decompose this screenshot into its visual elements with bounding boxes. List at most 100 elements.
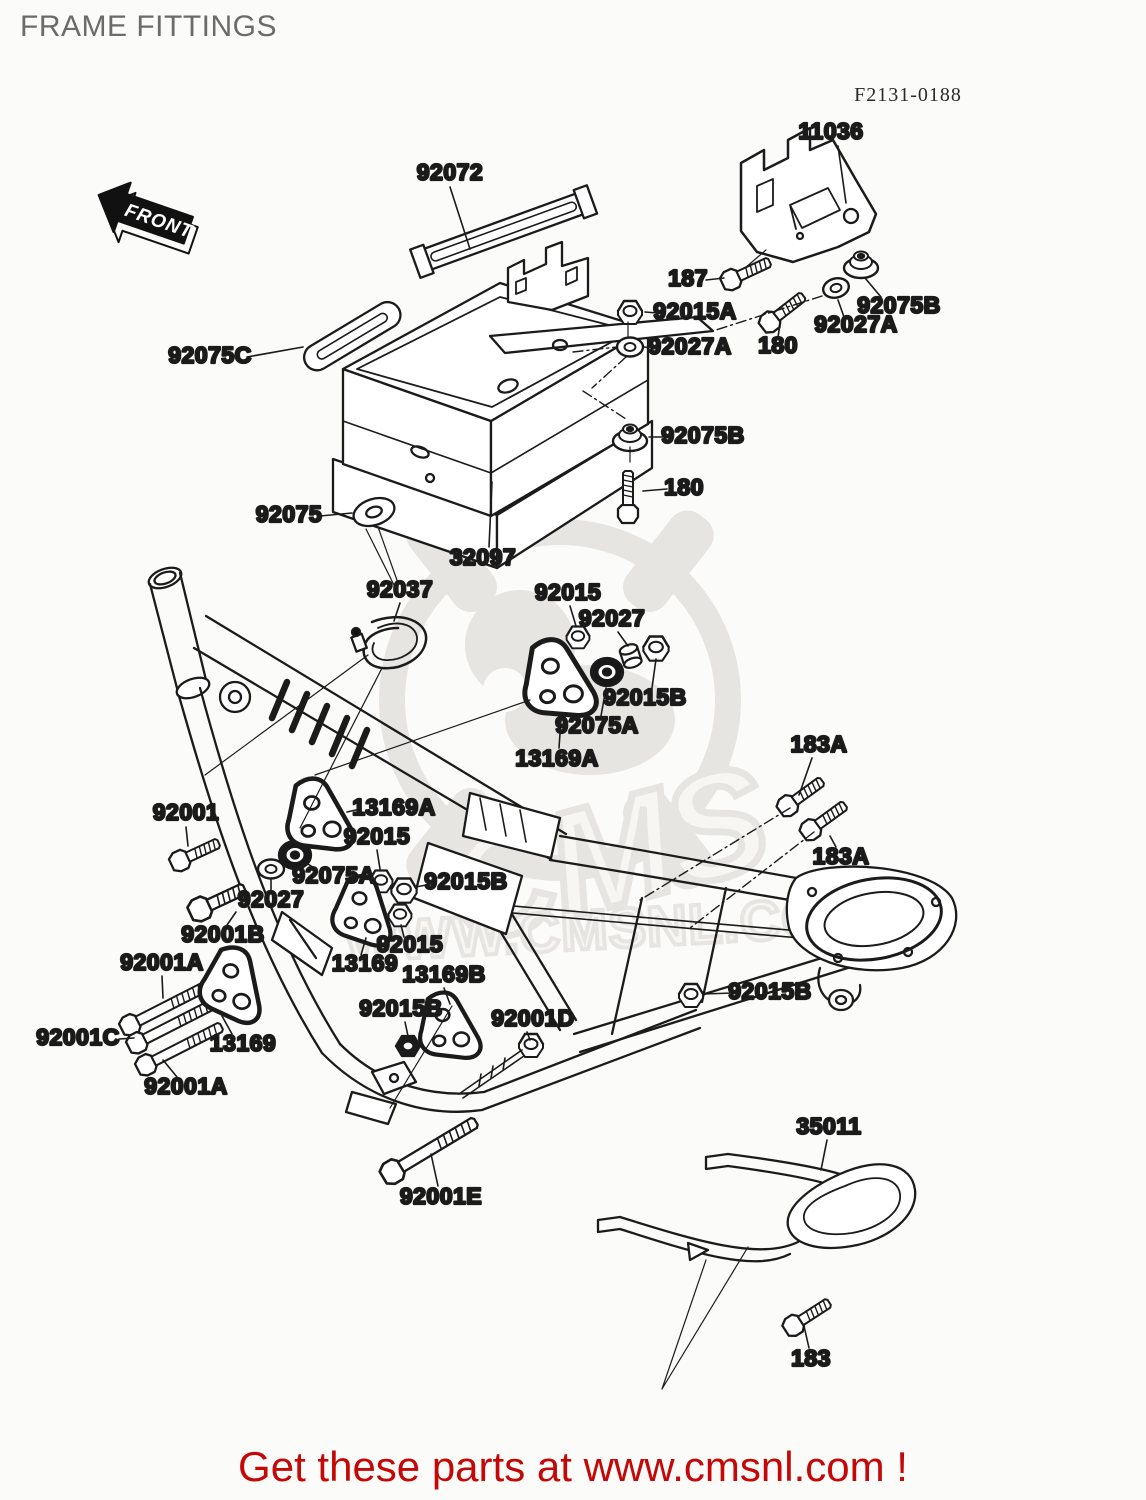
- leader-line-92001: [185, 826, 189, 847]
- nut-92015b-right-drawing: [677, 982, 705, 1009]
- part-label-180: 180: [664, 474, 704, 500]
- part-label-13169b: 13169B: [402, 961, 486, 987]
- bushing-92075a-drawing: [589, 656, 625, 688]
- leader-line-92001d: [526, 1031, 531, 1041]
- stay-bracket-drawing: [270, 910, 334, 977]
- fastener-drawings: [116, 250, 880, 1341]
- leader-line-92075: [319, 512, 353, 517]
- nut-92015b-dark-drawing: [394, 1034, 422, 1058]
- part-label-92001a: 92001A: [144, 1073, 228, 1099]
- bolt-92001e-drawing: [375, 1110, 484, 1189]
- part-label-92072: 92072: [417, 159, 483, 185]
- bolt-183a2-drawing: [796, 795, 853, 845]
- bolt-92001-drawing: [166, 832, 225, 875]
- part-label-92001a: 92001A: [120, 949, 204, 975]
- leader-line-92001c: [118, 1037, 135, 1040]
- part-label-92015a: 92015A: [653, 298, 737, 324]
- part-label-92015b: 92015B: [359, 995, 443, 1021]
- leader-line-92075b: [864, 277, 882, 298]
- diagram-code: F2131-0188: [854, 84, 962, 106]
- part-label-92015b: 92015B: [603, 684, 687, 710]
- part-label-92001: 92001: [153, 799, 219, 825]
- grab-rail-drawing: [596, 1152, 917, 1390]
- footer-banner: Get these parts at www.cmsnl.com !: [238, 1443, 908, 1490]
- leader-line-92027a: [643, 346, 653, 349]
- leader-line-180: [777, 323, 781, 338]
- leader-line-92015b: [702, 992, 734, 995]
- bolt-183-drawing: [778, 1292, 836, 1341]
- part-label-183a: 183A: [813, 843, 870, 869]
- part-label-13169: 13169: [332, 950, 398, 976]
- part-label-92027: 92027: [238, 886, 304, 912]
- part-label-13169a: 13169A: [515, 745, 599, 771]
- nut-92015b-drawing: [642, 635, 670, 662]
- leader-line-13169a: [558, 718, 562, 749]
- leader-line-35011: [820, 1139, 828, 1171]
- leader-line-13169: [360, 937, 367, 956]
- leader-line-92015a: [644, 311, 658, 314]
- part-label-92027a: 92027A: [814, 311, 898, 337]
- leader-line-92001a: [161, 975, 164, 999]
- leader-line-92027a: [837, 299, 845, 318]
- washer-92027a-drawing: [615, 336, 645, 358]
- nut-92015-lower-drawing: [387, 903, 413, 928]
- part-label-92001c: 92001C: [36, 1024, 120, 1050]
- part-label-183: 183: [791, 1345, 831, 1371]
- leader-line-92015b: [404, 1021, 409, 1037]
- part-label-187: 187: [668, 265, 708, 291]
- leader-line-187: [705, 277, 725, 281]
- battery-pad-drawing: [302, 300, 402, 372]
- leader-line-13169b: [443, 987, 451, 1005]
- part-label-13169a: 13169A: [352, 794, 436, 820]
- part-label-13169: 13169: [210, 1030, 276, 1056]
- leader-line-92037: [393, 602, 401, 622]
- part-label-180: 180: [758, 332, 798, 358]
- bolt-187-drawing: [717, 251, 776, 294]
- plate-13169a-drawing: [519, 635, 597, 721]
- leader-line-13169: [221, 1015, 233, 1035]
- damper-washer-drawing: [352, 496, 399, 586]
- leader-line-183a: [829, 835, 837, 848]
- leader-line-183a: [798, 757, 813, 796]
- leader-line-92015b: [651, 658, 657, 689]
- construction-lines: [204, 249, 823, 1109]
- part-label-32097: 32097: [450, 544, 516, 570]
- battery-case-drawing: [331, 240, 715, 570]
- leader-line-180: [642, 488, 668, 492]
- leader-line-92075c: [246, 346, 304, 358]
- part-label-92015b: 92015B: [728, 978, 812, 1004]
- leader-line-183: [803, 1325, 810, 1349]
- grommet-92075b-drawing: [842, 250, 880, 280]
- part-label-92027: 92027: [579, 605, 645, 631]
- part-label-92075b: 92075B: [857, 292, 941, 318]
- part-label-11036: 11036: [798, 118, 863, 144]
- part-label-92015: 92015: [344, 823, 410, 849]
- leader-line-92015b: [415, 883, 432, 888]
- leader-line-92015: [400, 924, 405, 938]
- part-label-92075b: 92075B: [661, 422, 745, 448]
- front-arrow: FRONT: [97, 181, 199, 255]
- part-label-92001e: 92001E: [400, 1183, 482, 1209]
- part-label-92015: 92015: [377, 931, 443, 957]
- main-frame-drawing: [147, 566, 910, 1126]
- leader-line-92075a: [600, 687, 607, 717]
- leader-line-11036: [837, 145, 847, 204]
- part-label-92015b: 92015B: [424, 868, 508, 894]
- bracket-11036-drawing: [739, 126, 878, 264]
- nut-92015a-drawing: [616, 299, 644, 326]
- leader-line-92001e: [430, 1153, 439, 1187]
- rod-92001d-drawing: [458, 1049, 525, 1099]
- battery-strap-drawing: [409, 184, 599, 279]
- part-label-92075a: 92075A: [292, 862, 376, 888]
- leader-line-92075a: [304, 861, 318, 871]
- part-label-92037: 92037: [367, 576, 433, 602]
- part-labels-layer: 920721103618792015A92027A92075B92027A180…: [35, 117, 941, 1372]
- leader-line-92001b: [226, 911, 237, 926]
- leader-line-92001a: [162, 1059, 178, 1078]
- part-label-35011: 35011: [796, 1113, 861, 1139]
- page-title: FRAME FITTINGS: [20, 10, 277, 43]
- bolt-92001d-head-drawing: [517, 1032, 545, 1059]
- leader-line-32097: [488, 481, 493, 548]
